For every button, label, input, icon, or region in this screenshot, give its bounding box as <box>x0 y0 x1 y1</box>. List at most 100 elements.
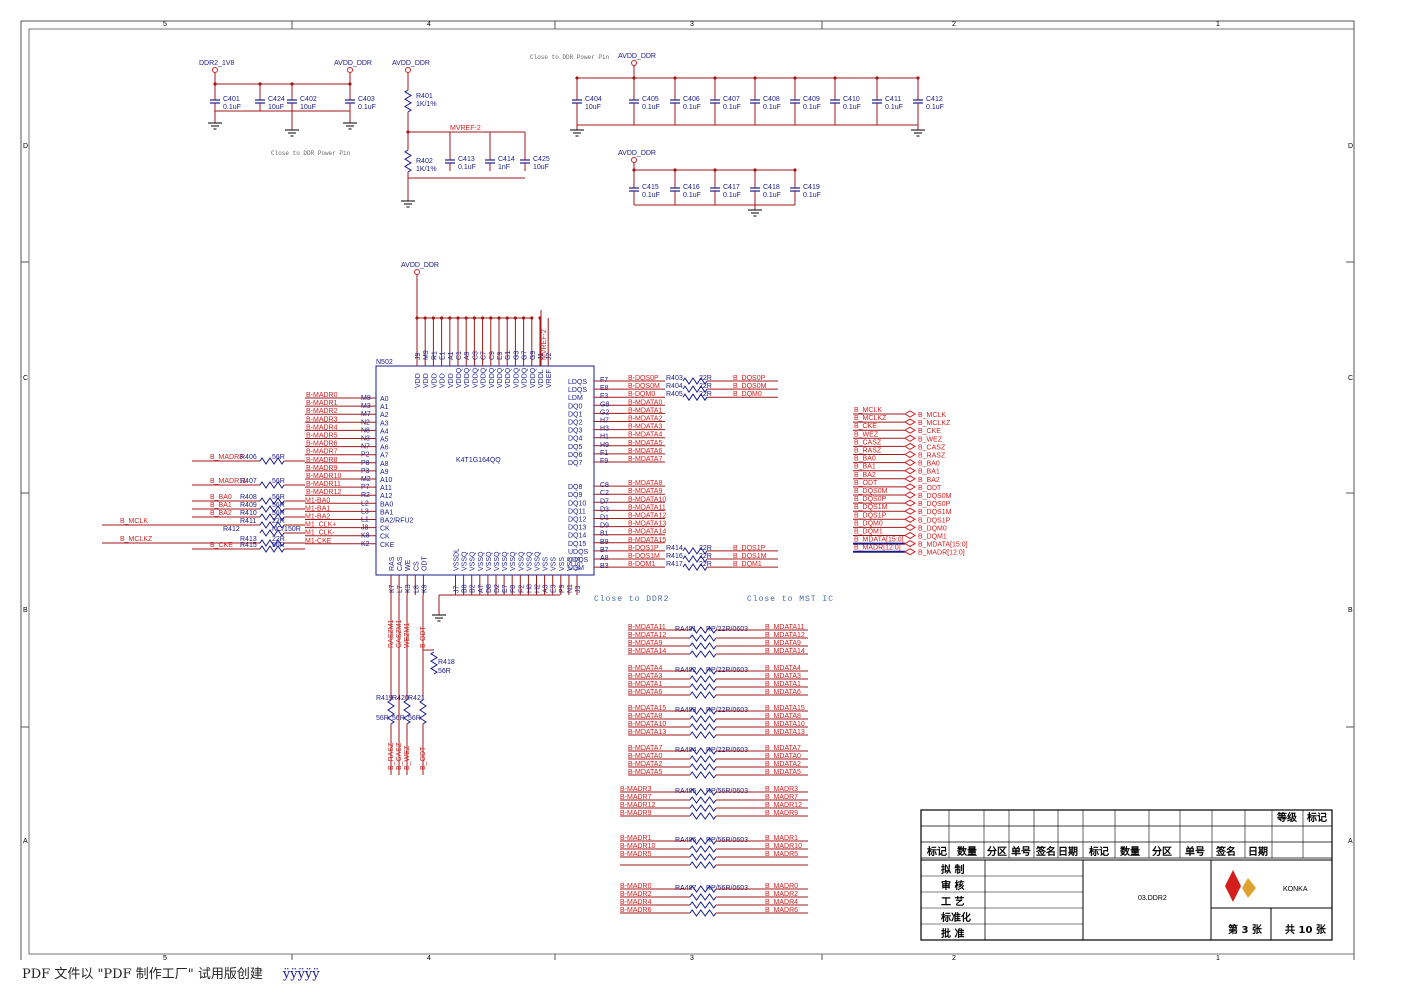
mvref-net: MVREF-2 <box>450 125 481 132</box>
ctrl-out-net: B_RASZ <box>388 742 395 770</box>
chip-left-pin: P3 <box>361 468 370 475</box>
chip-left-net: M1_CLK- <box>305 530 335 537</box>
chip-left-pin: L3 <box>361 508 369 515</box>
rpack-right-net: B_MADR1 <box>765 835 798 842</box>
chip-top-pin: R1 <box>431 351 438 360</box>
series-value: 22R <box>699 553 712 560</box>
chip-bottom-pin-name: VSSQ <box>510 551 517 571</box>
ctrl-res-ref: R420 <box>392 695 409 702</box>
cap-value: 0.1uF <box>843 104 861 111</box>
port-left-net: B_BA0 <box>854 456 876 463</box>
resistor <box>689 853 717 861</box>
power-port <box>405 67 411 73</box>
tb-header: 单号 <box>1011 845 1031 858</box>
chip-left-pin: R2 <box>361 492 370 499</box>
chip-right-pin: E8 <box>600 385 609 392</box>
chip-right-net: B-DQS0P <box>628 375 659 382</box>
junction-dot <box>456 316 460 320</box>
resistor <box>419 699 427 725</box>
cap-value: 1nF <box>498 164 510 171</box>
resistor <box>404 89 412 113</box>
chip-left-pin-name: A9 <box>380 469 389 476</box>
footer-link[interactable]: ÿÿÿÿÿ <box>282 967 320 982</box>
series-net: B_BA0 <box>210 494 232 501</box>
resistor <box>689 642 717 650</box>
chip-top-pin: J9 <box>415 353 422 361</box>
rpack-right-net: B_MADR6 <box>765 907 798 914</box>
chip-right-net: B-MDATA6 <box>628 448 662 455</box>
chip-right-pin: F7 <box>600 377 608 384</box>
rpack-right-net: B_MDATA5 <box>765 769 801 776</box>
chip-right-net: B-MDATA0 <box>628 399 662 406</box>
konka-logo-icon <box>1225 870 1241 902</box>
rpack-right-net: B_MADR9 <box>765 810 798 817</box>
chip-part-number: K4T1G164QQ <box>456 457 501 464</box>
tb-header: 签名 <box>1035 845 1056 858</box>
chip-bottom-pin: D2 <box>494 584 501 593</box>
chip-left-pin-name: A11 <box>380 485 392 492</box>
cap-ref: C412 <box>926 96 943 103</box>
chip-left-net: B-MADR7 <box>306 449 338 456</box>
chip-top-pin: J2 <box>546 353 553 361</box>
chip-bottom-pin: H2 <box>535 584 542 593</box>
cap-ref: C424 <box>268 96 285 103</box>
port-arrow <box>904 483 916 491</box>
tb-total: 共 10 张 <box>1285 923 1327 936</box>
chip-left-net: M1-BA2 <box>305 514 330 521</box>
port-left-net: B_BA2 <box>854 472 876 479</box>
chip-right-net: B-MDATA8 <box>628 480 662 487</box>
port-name: B_CASZ <box>918 444 946 451</box>
rpack-right-net: B_MADR7 <box>765 794 798 801</box>
rpack-left-net: B-MADR9 <box>620 810 652 817</box>
resistor <box>689 771 717 779</box>
chip-bottom-pin: J7 <box>454 586 461 594</box>
series-net: B_MADR8 <box>210 454 243 461</box>
rpack-left-net: B-MDATA8 <box>628 713 662 720</box>
series-value: 56R <box>272 454 285 461</box>
series-value: 22R <box>272 518 285 525</box>
chip-left-pin: N8 <box>361 427 370 434</box>
series-ref: R405 <box>666 391 683 398</box>
port-left-net: B_DQS1M <box>854 504 888 511</box>
note-close-mst: Close to MST IC <box>747 595 834 604</box>
chip-top-pin-name: VDDQ <box>530 367 537 388</box>
chip-right-pin: G2 <box>600 409 609 416</box>
series-net: B_DQM0 <box>733 391 762 398</box>
chip-right-pin: C8 <box>600 482 609 489</box>
chip-bottom-pin: A3 <box>543 584 550 593</box>
cap-value: 0.1uF <box>723 104 741 111</box>
junction-dot <box>522 316 526 320</box>
resistor <box>689 812 717 820</box>
port-arrow <box>904 450 916 459</box>
chip-right-net: B-DQM0 <box>628 391 655 398</box>
rpack-right-net: B_MDATA13 <box>765 729 805 736</box>
series-value: 56R <box>272 478 285 485</box>
port-name: B_ODT <box>918 485 942 492</box>
chip-bottom-pin: L7 <box>397 585 404 593</box>
chip-top-pin: M9 <box>423 350 430 360</box>
resistor-packs: RA401RP/22R/0603B-MDATA11B_MDATA11B-MDAT… <box>620 624 808 917</box>
series-net: B_DQS1P <box>733 545 766 552</box>
inner-border <box>28 28 1355 955</box>
port-arrow <box>904 418 916 426</box>
tb-header: 分区 <box>987 845 1007 858</box>
junction-dot <box>464 316 468 320</box>
port-name: B_DQS0P <box>918 501 951 508</box>
chip-left-pin-name: BA0 <box>380 501 393 508</box>
border-col-label: 5 <box>163 21 167 28</box>
port-left-net: B_DQM0 <box>854 520 883 527</box>
chip-right-pin-name: UDQS <box>568 549 589 556</box>
port-list: B_MCLKB_MCLKB_MCLKZB_MCLKZB_CKEB_CKEB_WE… <box>853 407 968 557</box>
chip-left-pin-name: CK <box>380 526 390 533</box>
chip-right-net: B-DQS1P <box>628 545 659 552</box>
chip-top-pin: G9 <box>530 351 537 360</box>
rpack-left-net: B-MDATA5 <box>628 769 662 776</box>
power-port <box>631 60 637 66</box>
resistor <box>689 667 717 675</box>
chip-right-net: B-MDATA9 <box>628 488 662 495</box>
resistor <box>689 804 717 812</box>
power-port <box>631 157 637 163</box>
chip-left-net: B-MADR5 <box>306 433 338 440</box>
resistor <box>689 893 717 901</box>
cap-value: 0.1uF <box>723 192 741 199</box>
